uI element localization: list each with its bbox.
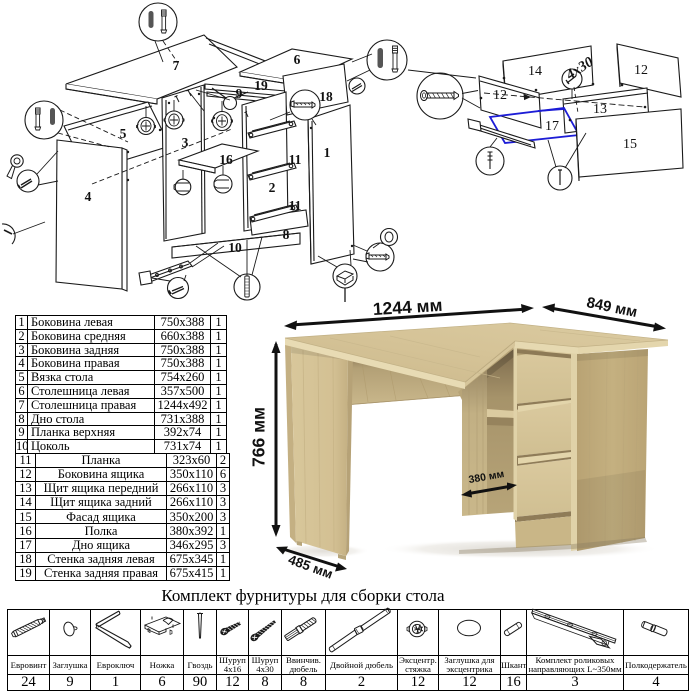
svg-text:2: 2 [269,180,276,195]
svg-text:13: 13 [593,102,607,117]
svg-text:8: 8 [283,227,290,242]
svg-text:3: 3 [182,135,189,150]
svg-text:10: 10 [228,240,242,255]
svg-text:6: 6 [294,52,301,67]
svg-text:11: 11 [289,152,302,167]
svg-text:12: 12 [634,63,648,78]
svg-text:5: 5 [120,126,127,141]
svg-text:15: 15 [623,137,637,152]
svg-text:4: 4 [85,189,92,204]
svg-text:7: 7 [173,58,180,73]
svg-text:19: 19 [254,78,268,93]
svg-text:14: 14 [528,64,542,79]
svg-text:1244 мм: 1244 мм [372,295,443,319]
svg-text:766 мм: 766 мм [249,407,269,467]
svg-text:1: 1 [324,145,331,160]
svg-text:9: 9 [236,86,243,101]
svg-text:11: 11 [289,198,302,213]
svg-text:12: 12 [493,88,507,103]
svg-text:16: 16 [219,152,233,167]
svg-text:18: 18 [319,89,333,104]
svg-text:17: 17 [545,119,559,134]
